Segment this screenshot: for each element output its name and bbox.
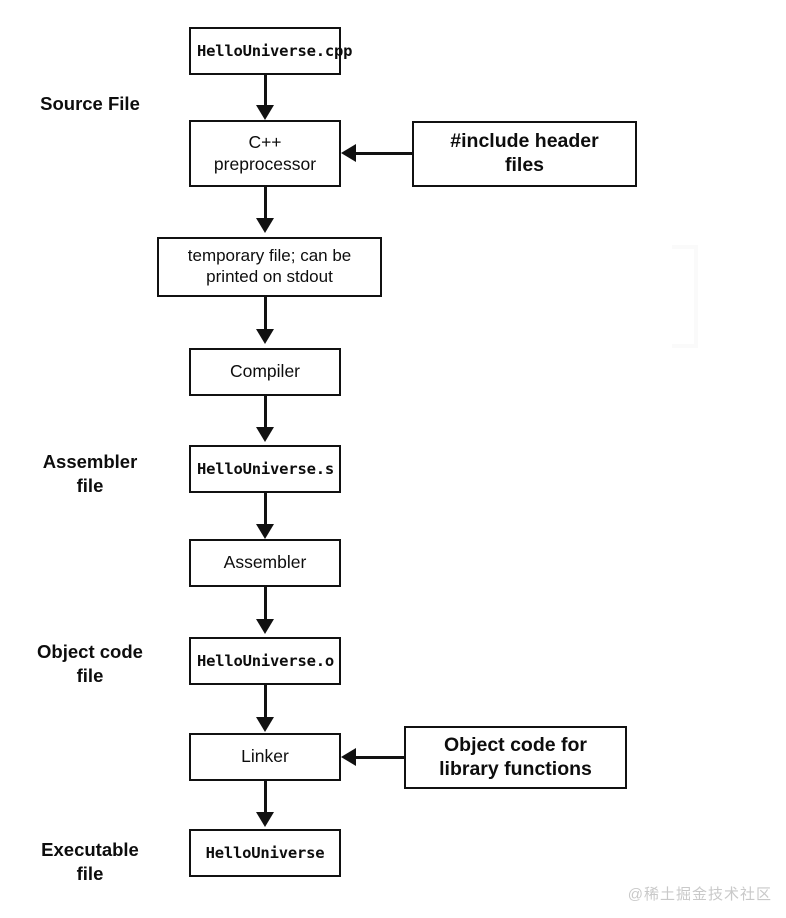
arrowhead-tempfile-to-compiler — [256, 329, 274, 344]
arrowhead-obj-to-linker — [256, 717, 274, 732]
connector-library-to-linker — [356, 756, 406, 759]
node-include-header-files-label: #include header files — [450, 130, 599, 176]
stage-label-executable-file: Executable file — [41, 839, 139, 885]
connector-preprocessor-to-tempfile — [264, 187, 267, 220]
node-hellouniverse-o: HelloUniverse.o — [189, 637, 341, 685]
connector-assembler-to-obj — [264, 587, 267, 621]
node-compiler-label: Compiler — [229, 361, 301, 382]
watermark-label: @稀土掘金技术社区 — [627, 886, 772, 903]
node-hellouniverse-o-label: HelloUniverse.o — [197, 651, 334, 670]
node-linker-label: Linker — [241, 746, 289, 767]
arrowhead-linker-to-exe — [256, 812, 274, 827]
node-cpp-preprocessor-label: C++ preprocessor — [213, 132, 317, 174]
node-assembler-label: Assembler — [223, 552, 307, 573]
background-watermark-shape — [672, 245, 698, 348]
node-hellouniverse-exe: HelloUniverse — [189, 829, 341, 877]
connector-asm-to-assembler — [264, 493, 267, 526]
node-temporary-file-label: temporary file; can be printed on stdout — [187, 246, 352, 286]
connector-cpp-to-preprocessor — [264, 75, 267, 108]
node-object-code-library-label: Object code for library functions — [439, 733, 592, 780]
node-cpp-preprocessor: C++ preprocessor — [189, 120, 341, 187]
stage-label-source-file: Source File — [40, 93, 140, 114]
stage-label-assembler-file: Assembler file — [42, 451, 138, 497]
node-assembler: Assembler — [189, 539, 341, 587]
arrowhead-library-to-linker — [341, 748, 356, 766]
connector-obj-to-linker — [264, 685, 267, 718]
connector-tempfile-to-compiler — [264, 297, 267, 331]
node-compiler: Compiler — [189, 348, 341, 396]
node-linker: Linker — [189, 733, 341, 781]
node-hellouniverse-cpp: HelloUniverse.cpp — [189, 27, 353, 75]
connector-include-to-preprocessor — [356, 152, 414, 155]
connector-linker-to-exe — [264, 781, 267, 814]
node-temporary-file: temporary file; can be printed on stdout — [157, 237, 382, 297]
arrowhead-include-to-preprocessor — [341, 144, 356, 162]
arrowhead-asm-to-assembler — [256, 524, 274, 539]
arrowhead-compiler-to-asm — [256, 427, 274, 442]
arrowhead-cpp-to-preprocessor — [256, 105, 274, 120]
node-hellouniverse-cpp-label: HelloUniverse.cpp — [197, 41, 353, 60]
node-object-code-library: Object code for library functions — [404, 726, 627, 789]
node-hellouniverse-exe-label: HelloUniverse — [205, 843, 325, 862]
connector-compiler-to-asm — [264, 396, 267, 429]
node-hellouniverse-s-label: HelloUniverse.s — [197, 459, 334, 478]
node-include-header-files: #include header files — [412, 121, 637, 187]
arrowhead-assembler-to-obj — [256, 619, 274, 634]
stage-label-object-code-file: Object code file — [37, 641, 143, 687]
node-hellouniverse-s: HelloUniverse.s — [189, 445, 341, 493]
arrowhead-preprocessor-to-tempfile — [256, 218, 274, 233]
